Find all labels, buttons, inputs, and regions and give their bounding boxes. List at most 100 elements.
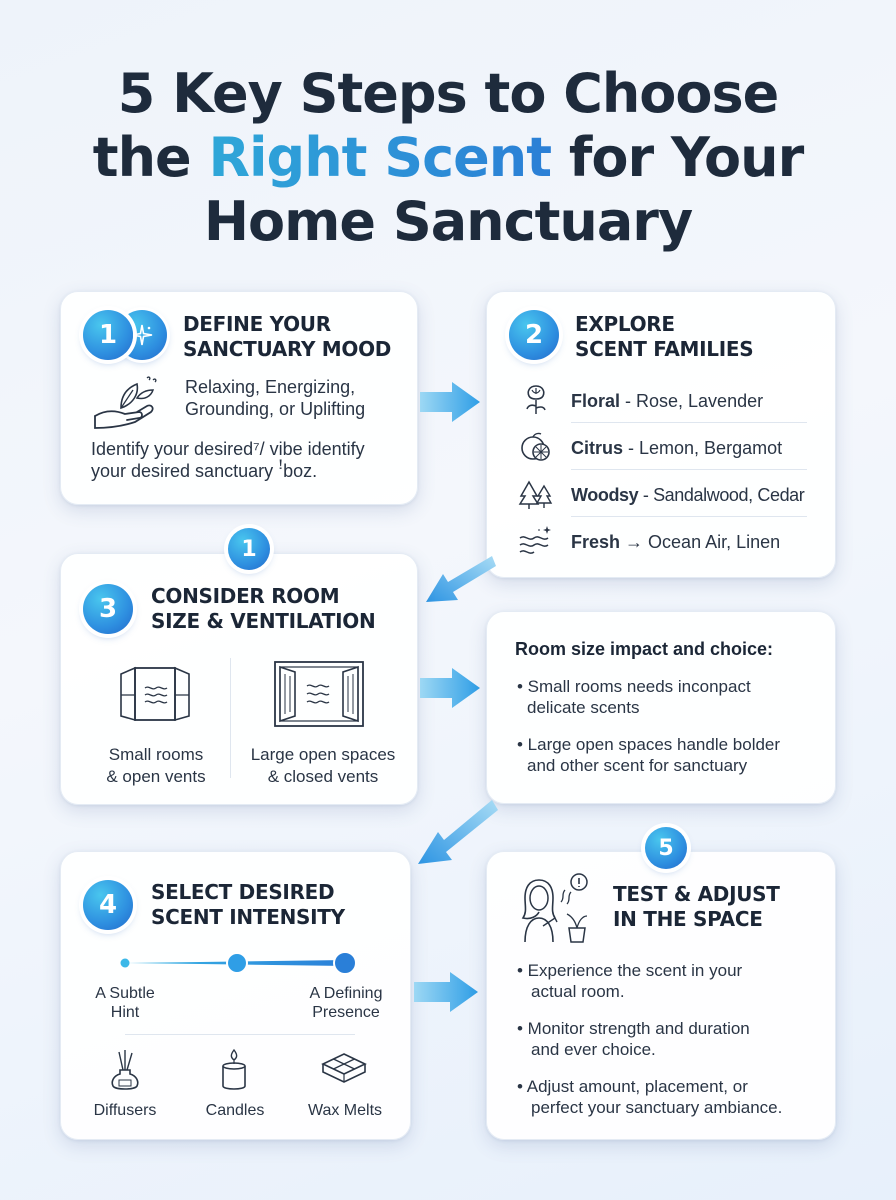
step-5-bullet-2-line-2: and ever choice. [531, 1040, 656, 1059]
family-sep-woodsy: - [638, 485, 654, 505]
step-4-badge: 4 [83, 880, 133, 930]
format-wax-melts: Wax Melts [307, 1102, 383, 1119]
diffuser-icon [111, 1050, 139, 1090]
family-examples-woodsy: Sandalwood, Cedar [653, 485, 805, 505]
step-2-title: EXPLORE SCENT FAMILIES [575, 312, 754, 362]
step-5-bullet-2-line-1: • Monitor strength and duration [517, 1019, 750, 1038]
step-2-title-line-2: SCENT FAMILIES [575, 337, 754, 361]
title-line-2: the Right Scent for Your [0, 126, 896, 190]
step-5-bullet-1-line-1: • Experience the scent in your [517, 961, 743, 980]
family-examples-fresh: Ocean Air, Linen [648, 532, 781, 552]
step-5-bullet-1-line-2: actual room. [531, 982, 625, 1001]
step-5-badge: 5 [645, 827, 687, 869]
citrus-icon [521, 432, 550, 461]
step-2-card: 2 EXPLORE SCENT FAMILIES Floral - Rose, … [486, 291, 836, 578]
step-1-desc-line-1: Identify your desired⁷/ vibe identify [91, 439, 365, 459]
family-examples-floral: Rose, Lavender [636, 391, 764, 411]
candle-icon [222, 1048, 246, 1090]
wax-melt-icon [321, 1053, 367, 1083]
step-5-title-line-1: TEST & ADJUST [613, 882, 780, 906]
title-accent: Right Scent [208, 126, 552, 189]
room-impact-bullet-1: • Small rooms needs inconpact delicate s… [517, 676, 751, 718]
slider-min-label-line-1: A Subtle [95, 985, 155, 1002]
intensity-slider[interactable] [117, 950, 357, 976]
slider-max-label: A Defining Presence [291, 984, 401, 1022]
divider [571, 422, 807, 423]
step-3-title-line-1: CONSIDER ROOM [151, 584, 340, 608]
room-impact-bullet-2-line-2: and other scent for sanctuary [527, 756, 748, 775]
step-1-moods-line-1: Relaxing, Energizing, [185, 377, 356, 397]
format-candles: Candles [205, 1102, 265, 1119]
slider-min-label-line-2: Hint [110, 1004, 140, 1021]
divider [125, 1034, 355, 1035]
room-impact-bullet-1-line-1: • Small rooms needs inconpact [517, 677, 751, 696]
family-row-woodsy: Woodsy - Sandalwood, Cedar [571, 484, 805, 506]
intensity-slider-track [120, 951, 357, 975]
hand-leaf-icon [94, 376, 157, 429]
family-sep-floral: - [620, 391, 637, 411]
step-3-card: 3 CONSIDER ROOM SIZE & VENTILATION Small… [60, 553, 418, 805]
family-sep-fresh: → [620, 532, 649, 552]
family-row-fresh: Fresh → Ocean Air, Linen [571, 531, 780, 553]
title-line-2-pre: the [92, 126, 209, 189]
family-name-citrus: Citrus [571, 438, 624, 458]
step-1-title: DEFINE YOUR SANCTUARY MOOD [183, 312, 391, 362]
family-name-woodsy: Woodsy [571, 485, 639, 505]
divider [571, 516, 807, 517]
title-line-2-post: for Your [551, 126, 804, 189]
family-examples-citrus: Lemon, Bergamot [639, 438, 783, 458]
trees-icon [518, 480, 553, 509]
arrow-right-icon [420, 668, 480, 708]
room-impact-heading: Room size impact and choice: [515, 639, 774, 659]
step-5-bullet-3-line-2: perfect your sanctuary ambiance. [531, 1098, 783, 1117]
family-sep-citrus: - [623, 438, 640, 458]
room-impact-bullet-2-line-1: • Large open spaces handle bolder [517, 735, 781, 754]
divider [571, 469, 807, 470]
title-line-1: 5 Key Steps to Choose [117, 62, 780, 125]
step-1-title-line-1: DEFINE YOUR [183, 312, 331, 336]
vertical-divider [230, 658, 231, 778]
room-impact-bullet-2: • Large open spaces handle bolder and ot… [517, 734, 780, 776]
step-4-title-line-2: SCENT INTENSITY [151, 905, 345, 929]
arrow-right-icon [414, 972, 478, 1012]
slider-max-label-line-1: A Defining [309, 985, 383, 1002]
room-small-label-line-1: Small rooms [108, 745, 204, 764]
room-small-label-line-2: & open vents [106, 767, 206, 786]
step-5-title: TEST & ADJUST IN THE SPACE [613, 882, 780, 932]
room-large-label-line-1: Large open spaces [250, 745, 396, 764]
arrow-right-icon [420, 382, 480, 422]
step-5-bullet-3-line-1: • Adjust amount, placement, or [517, 1077, 748, 1096]
room-large-label-line-2: & closed vents [267, 767, 379, 786]
step-3-top-badge: 1 [228, 528, 270, 570]
step-4-card: 4 SELECT DESIRED SCENT INTENSITY A Subtl… [60, 851, 411, 1140]
room-large-label: Large open spaces & closed vents [235, 744, 411, 788]
family-name-fresh: Fresh [571, 532, 621, 552]
step-3-title: CONSIDER ROOM SIZE & VENTILATION [151, 584, 376, 634]
person-smelling-icon [521, 873, 588, 943]
step-1-description: Identify your desired⁷/ vibe identify yo… [91, 438, 365, 482]
room-impact-bullet-1-line-2: delicate scents [527, 698, 640, 717]
step-1-title-line-2: SANCTUARY MOOD [183, 337, 392, 361]
step-1-card: 1 DEFINE YOUR SANCTUARY MOOD Relaxing, E… [60, 291, 418, 505]
large-window-icon [274, 661, 364, 727]
step-5-bullet-2: • Monitor strength and duration and ever… [517, 1018, 750, 1060]
step-3-badge: 3 [83, 584, 133, 634]
arrow-diagonal-icon [418, 800, 498, 864]
step-1-badge: 1 [83, 310, 133, 360]
rose-icon [526, 385, 546, 414]
slider-min-label: A Subtle Hint [75, 984, 175, 1022]
format-diffusers: Diffusers [93, 1102, 157, 1119]
slider-mid-handle[interactable] [226, 952, 248, 974]
room-small-label: Small rooms & open vents [81, 744, 231, 788]
slider-max-label-line-2: Presence [312, 1004, 380, 1021]
step-5-bullet-1: • Experience the scent in your actual ro… [517, 960, 742, 1002]
sparkle-icon [131, 324, 153, 346]
page-title: 5 Key Steps to Choose the Right Scent fo… [0, 62, 896, 254]
room-impact-card: Room size impact and choice: • Small roo… [486, 611, 836, 804]
step-2-badge: 2 [509, 310, 559, 360]
step-1-moods-line-2: Grounding, or Uplifting [185, 399, 366, 419]
slider-handle[interactable] [333, 951, 357, 975]
slider-start-dot [120, 958, 130, 968]
arrow-diagonal-icon [426, 556, 496, 602]
step-3-title-line-2: SIZE & VENTILATION [151, 609, 376, 633]
